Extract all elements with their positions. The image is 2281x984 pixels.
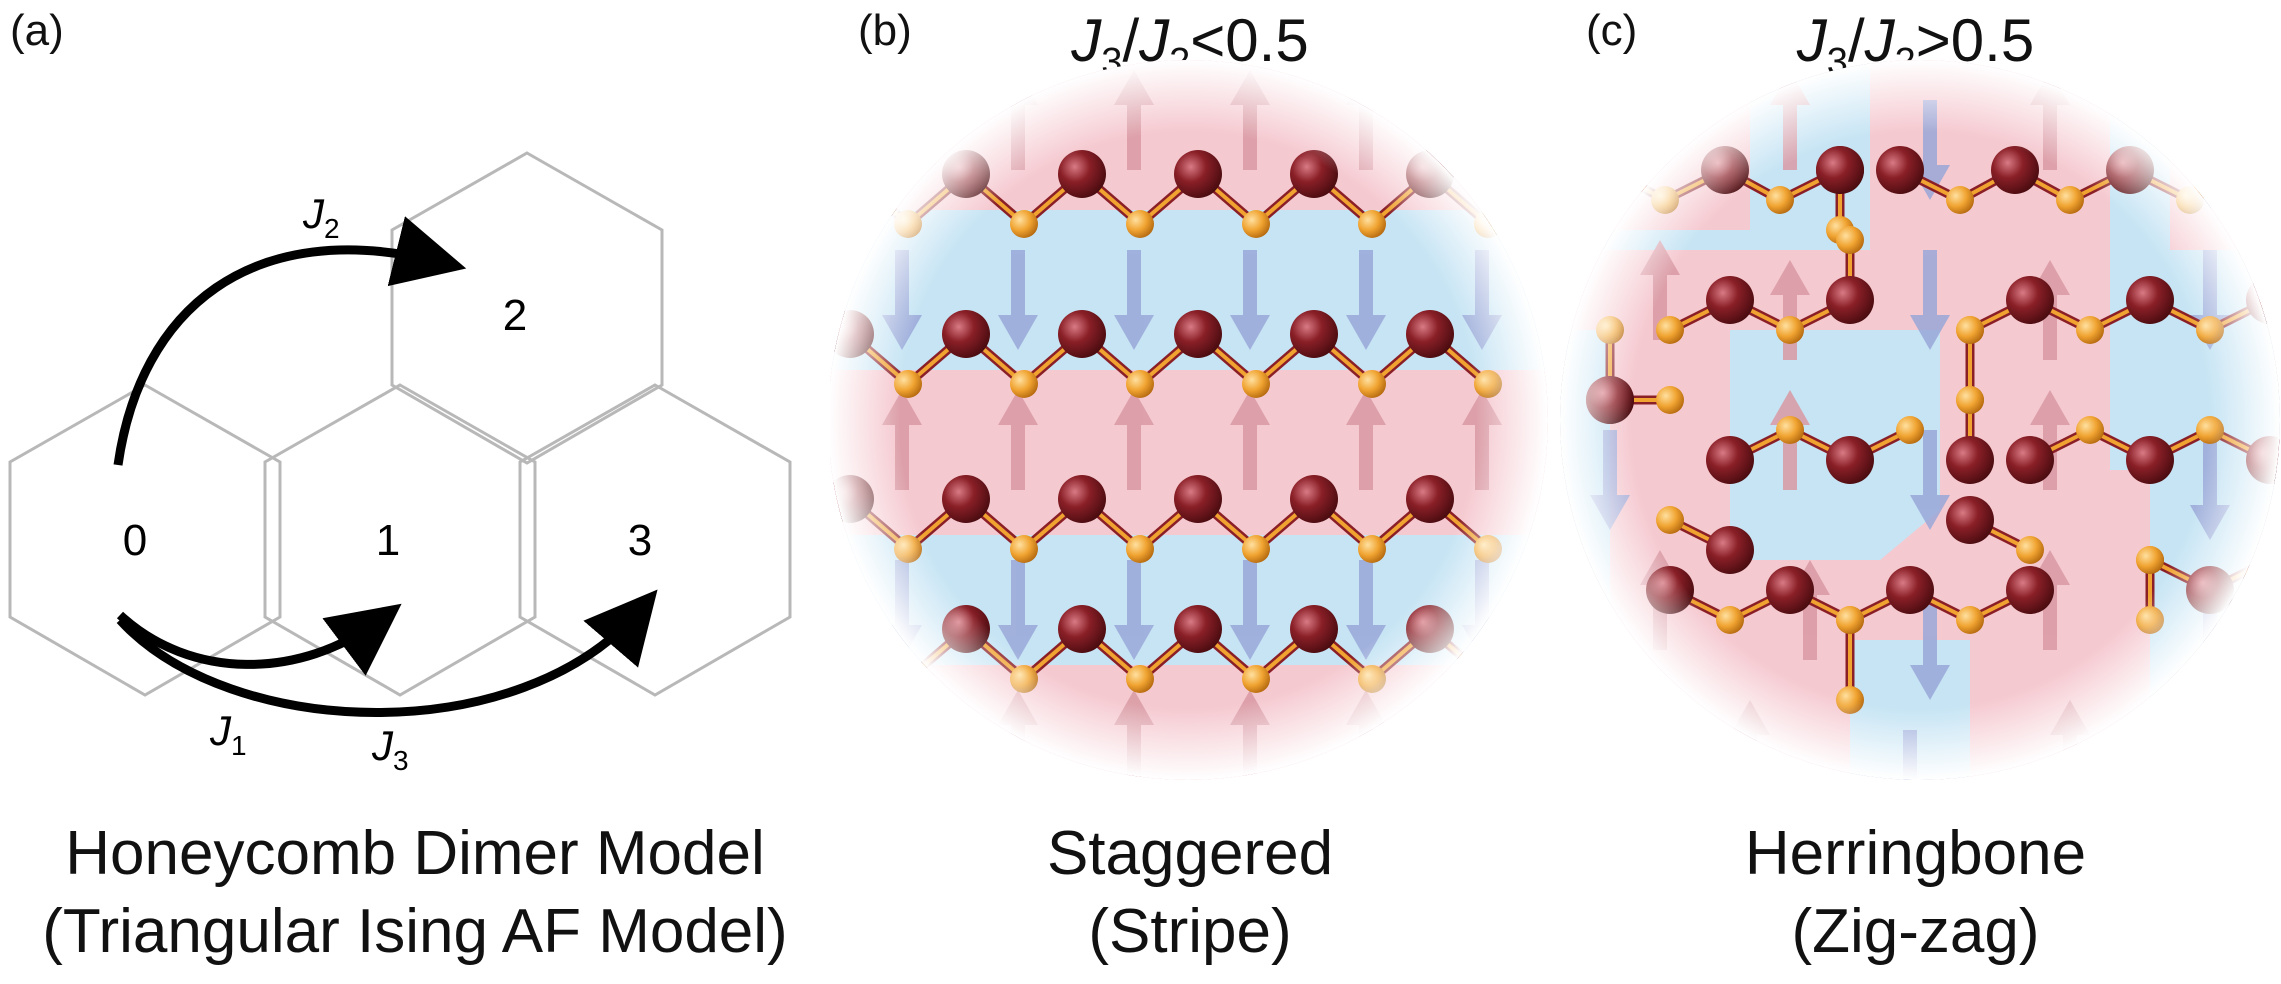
up-arrow-icon	[1462, 690, 1502, 780]
hex-cell-0	[8, 383, 282, 697]
caption-c-line2: (Zig-zag)	[1791, 897, 2040, 966]
large-atom	[2226, 146, 2274, 194]
caption-a: Honeycomb Dimer Model (Triangular Ising …	[0, 815, 830, 971]
j3-arrow	[116, 589, 658, 717]
cell-label-1: 1	[376, 516, 400, 565]
panel-c: (c) J3/J2>0.5 Herringb	[1550, 0, 2281, 984]
down-arrow-icon	[1590, 110, 1630, 210]
caption-a-line1: Honeycomb Dimer Model	[65, 819, 765, 888]
cell-label-2: 2	[503, 291, 527, 340]
panel-letter-a: (a)	[10, 6, 64, 55]
herringbone-lattice	[1560, 60, 2280, 780]
caption-a-line2: (Triangular Ising AF Model)	[42, 897, 788, 966]
panel-letter-b: (b)	[858, 6, 912, 55]
caption-c-line1: Herringbone	[1744, 819, 2087, 888]
honeycomb-lattice-diagram: 0 1 2 3 J2 J1 J3	[8, 151, 792, 776]
panel-letter-c: (c)	[1586, 6, 1638, 55]
small-atom	[2256, 546, 2280, 574]
large-atom	[1586, 146, 1634, 194]
staggered-lattice	[828, 60, 1548, 780]
cell-label-3: 3	[628, 516, 652, 565]
j1-arrow	[116, 603, 402, 676]
small-atom	[894, 665, 922, 693]
j3-label: J3	[371, 722, 409, 776]
j1-label: J1	[209, 707, 247, 761]
j2-label: J2	[302, 190, 340, 244]
up-arrow-icon	[882, 690, 922, 780]
caption-b-line2: (Stripe)	[1088, 897, 1292, 966]
caption-b-line1: Staggered	[1046, 819, 1334, 888]
small-atom	[1474, 665, 1502, 693]
caption-b: Staggered (Stripe)	[830, 815, 1550, 971]
up-arrow-icon	[882, 70, 922, 170]
panel-b: (b) J3/J2<0.5	[828, 0, 1550, 984]
caption-c: Herringbone (Zig-zag)	[1550, 815, 2281, 971]
hex-outlines	[8, 151, 792, 697]
hex-cell-3	[518, 383, 792, 697]
large-atom	[828, 150, 874, 198]
j2-arrow	[113, 216, 467, 466]
up-arrow-icon	[1462, 70, 1502, 170]
hex-cell-1	[263, 383, 537, 697]
large-atom	[828, 605, 874, 653]
panel-a: (a) 0 1 2 3 J2 J1 J3 Honeycomb Dimer M	[0, 0, 830, 984]
cell-label-0: 0	[123, 516, 147, 565]
